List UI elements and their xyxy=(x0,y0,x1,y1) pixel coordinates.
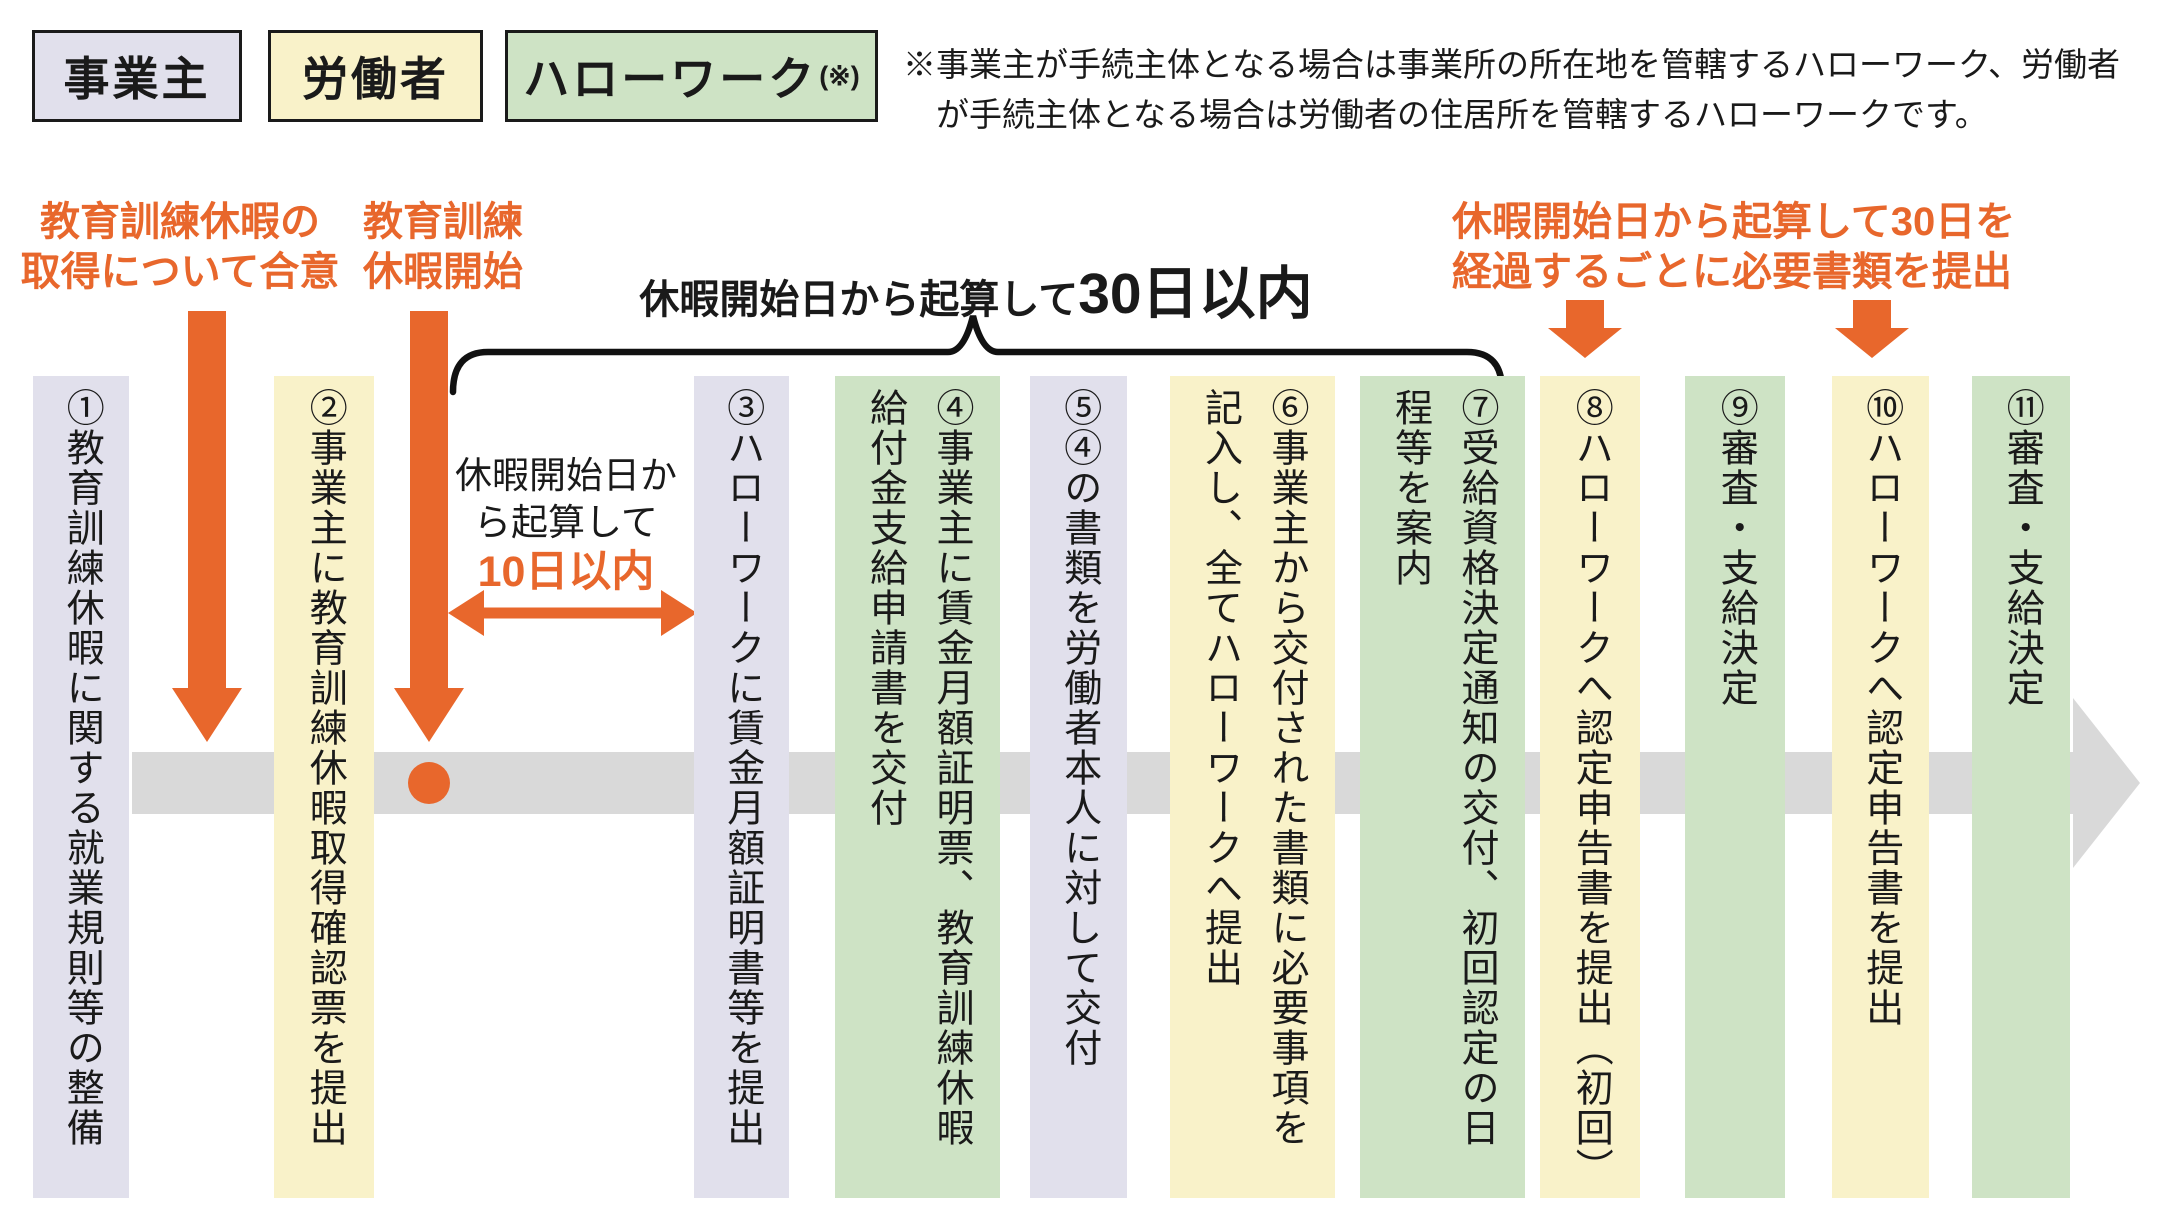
step-11-column: ⑪審査・支給決定 xyxy=(1972,376,2070,1198)
legend-worker: 労働者 xyxy=(268,30,483,122)
step-10-text: ⑩ハローワークへ認定申告書を提出 xyxy=(1859,388,1902,1028)
step-4-text: ④事業主に賃金月額証明票、教育訓練休暇 給付金支給申請書を交付 xyxy=(863,388,973,1148)
legend-hellowork: ハローワーク (※) xyxy=(505,30,878,122)
step-3-column: ③ハローワークに賃金月額証明書等を提出 xyxy=(694,376,789,1198)
step-11-text: ⑪審査・支給決定 xyxy=(2000,388,2043,708)
annotation-every-30-days: 休暇開始日から起算して30日を 経過するごとに必要書類を提出 xyxy=(1452,200,2016,294)
legend-hellowork-label: ハローワーク xyxy=(523,53,818,105)
within-30-prefix: 休暇開始日から起算して xyxy=(639,278,1079,322)
step-10-column: ⑩ハローワークへ認定申告書を提出 xyxy=(1832,376,1929,1198)
annotation-within-10-days: 休暇開始日か ら起算して 10日以内 xyxy=(440,452,692,598)
step-1-column: ①教育訓練休暇に関する就業規則等の整備 xyxy=(33,376,129,1198)
within-10-orange-text: 10日以内 xyxy=(477,548,655,596)
annotation-agreement: 教育訓練休暇の 取得について合意 xyxy=(20,200,340,294)
footnote-line1: ※事業主が手続主体となる場合は事業所の所在地を管轄するハローワーク、労働者 xyxy=(903,46,2121,83)
step-2-column: ②事業主に教育訓練休暇取得確認票を提出 xyxy=(274,376,374,1198)
step-3-text: ③ハローワークに賃金月額証明書等を提出 xyxy=(720,388,763,1148)
legend-employer: 事業主 xyxy=(32,30,242,122)
step-1-text: ①教育訓練休暇に関する就業規則等の整備 xyxy=(60,388,103,1148)
footnote-line2: が手続主体となる場合は労働者の住居所を管轄するハローワークです。 xyxy=(936,96,1988,133)
legend-hellowork-note-mark: (※) xyxy=(819,60,860,91)
legend-worker-label: 労働者 xyxy=(302,53,449,105)
step-8-column: ⑧ハローワークへ認定申告書を提出（初回） xyxy=(1540,376,1640,1198)
step-5-text: ⑤④の書類を労働者本人に対して交付 xyxy=(1057,388,1100,1068)
leave-start-dot xyxy=(408,762,450,804)
report-arrow-step8-icon xyxy=(1548,300,1622,358)
step-9-column: ⑨審査・支給決定 xyxy=(1685,376,1785,1198)
ten-day-arrowhead-right-icon xyxy=(661,590,697,636)
step-7-text: ⑦受給資格決定通知の交付、初回認定の日 程等を案内 xyxy=(1388,388,1498,1148)
hellowork-footnote: ※事業主が手続主体となる場合は事業所の所在地を管轄するハローワーク、労働者 が手… xyxy=(903,40,2163,140)
annotation-within-30-days: 休暇開始日から起算して30日以内 xyxy=(600,248,1352,330)
step-6-column: ⑥事業主から交付された書類に必要事項を 記入し、全てハローワークへ提出 xyxy=(1170,376,1335,1198)
report-arrow-step10-icon xyxy=(1835,300,1909,358)
step-8-text: ⑧ハローワークへ認定申告書を提出（初回） xyxy=(1569,388,1612,1188)
legend-employer-label: 事業主 xyxy=(63,53,211,105)
step-7-column: ⑦受給資格決定通知の交付、初回認定の日 程等を案内 xyxy=(1360,376,1525,1198)
thirty-day-brace xyxy=(449,315,1506,396)
step-4-column: ④事業主に賃金月額証明票、教育訓練休暇 給付金支給申請書を交付 xyxy=(835,376,1000,1198)
ten-day-arrowhead-left-icon xyxy=(448,590,484,636)
step-9-text: ⑨審査・支給決定 xyxy=(1714,388,1757,708)
step-5-column: ⑤④の書類を労働者本人に対して交付 xyxy=(1030,376,1127,1198)
timeline-arrowhead-icon xyxy=(2073,698,2140,868)
leave-start-down-arrow-icon xyxy=(394,311,464,742)
annotation-leave-start: 教育訓練 休暇開始 xyxy=(363,200,523,294)
agree-down-arrow-icon xyxy=(172,311,242,742)
within-10-black-text: 休暇開始日か ら起算して xyxy=(455,455,677,543)
within-30-big: 30日以内 xyxy=(1078,262,1313,326)
step-6-text: ⑥事業主から交付された書類に必要事項を 記入し、全てハローワークへ提出 xyxy=(1198,388,1308,1148)
step-2-text: ②事業主に教育訓練休暇取得確認票を提出 xyxy=(303,388,346,1148)
